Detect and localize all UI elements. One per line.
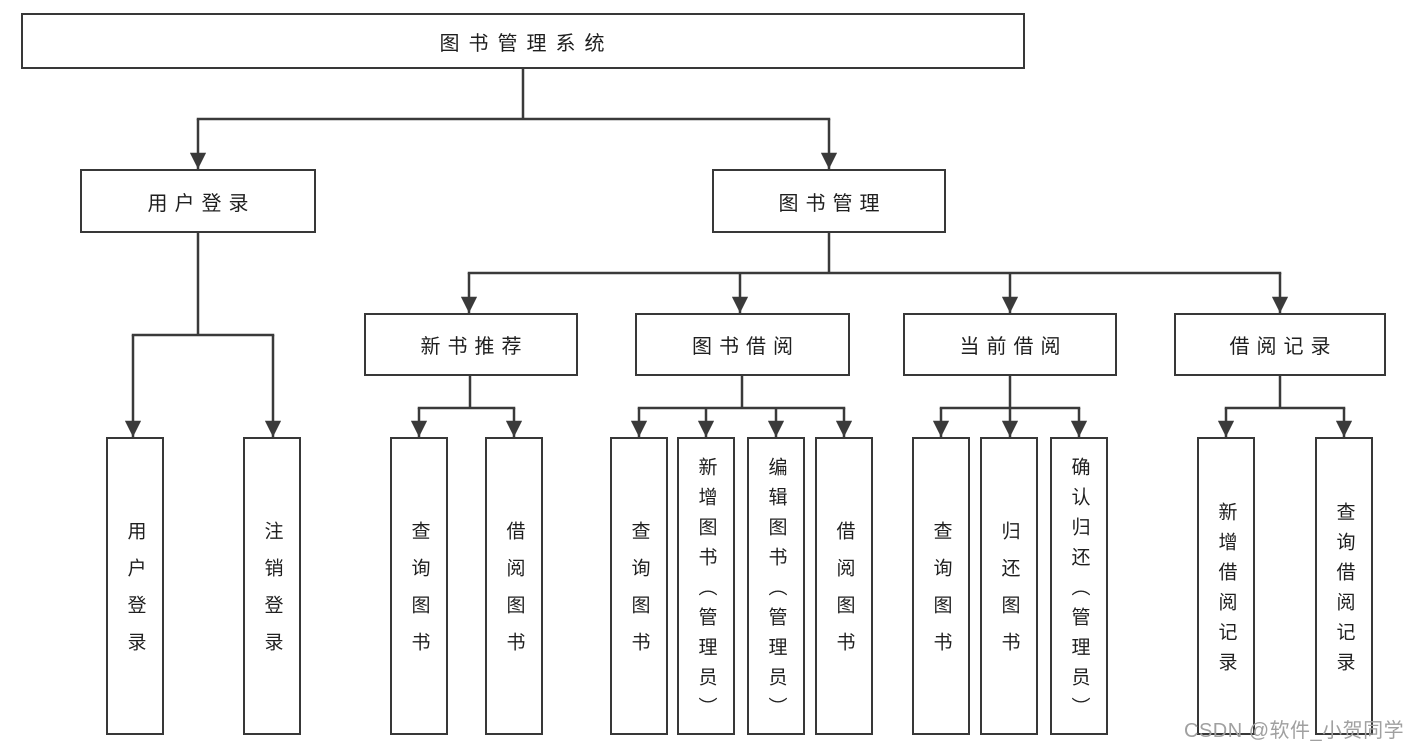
- node-borrowing-records: 借阅记录: [1174, 313, 1386, 376]
- node-leaf-confirm-return-admin: 确认归还（管理员）: [1050, 437, 1108, 735]
- node-label: 新增借阅记录: [1215, 501, 1237, 682]
- node-label: 注销登录: [261, 521, 283, 669]
- node-leaf-logout: 注销登录: [243, 437, 301, 735]
- node-leaf-edit-book-admin: 编辑图书（管理员）: [747, 437, 805, 735]
- node-leaf-return-book: 归还图书: [980, 437, 1038, 735]
- node-leaf-query-books-recommend: 查询图书: [390, 437, 448, 735]
- node-label: 用户登录: [124, 521, 146, 669]
- node-current-borrowing: 当前借阅: [903, 313, 1117, 376]
- node-label: 查询图书: [408, 521, 430, 669]
- node-label: 新书推荐: [420, 336, 529, 358]
- node-user-login: 用户登录: [80, 169, 316, 233]
- node-leaf-user-login: 用户登录: [106, 437, 164, 735]
- node-leaf-add-borrow-record: 新增借阅记录: [1197, 437, 1255, 735]
- node-label: 用户登录: [147, 192, 256, 215]
- watermark: CSDN @软件_小贺同学: [1184, 720, 1405, 742]
- node-label: 查询图书: [930, 521, 952, 669]
- node-label: 查询借阅记录: [1333, 501, 1355, 682]
- node-leaf-borrow-books-borrowing: 借阅图书: [815, 437, 873, 735]
- node-leaf-add-book-admin: 新增图书（管理员）: [677, 437, 735, 735]
- node-leaf-query-books-current: 查询图书: [912, 437, 970, 735]
- node-leaf-borrow-books-recommend: 借阅图书: [485, 437, 543, 735]
- node-label: 图书管理: [778, 192, 887, 215]
- node-label: 当前借阅: [959, 336, 1068, 358]
- node-book-management: 图书管理: [712, 169, 946, 233]
- node-label: 图书借阅: [692, 336, 800, 358]
- node-book-borrowing: 图书借阅: [635, 313, 850, 376]
- node-label: 借阅图书: [503, 521, 525, 669]
- node-label: 编辑图书（管理员）: [765, 456, 787, 727]
- node-label: 新增图书（管理员）: [695, 456, 717, 727]
- node-label: 查询图书: [628, 521, 650, 669]
- node-leaf-query-books-borrowing: 查询图书: [610, 437, 668, 735]
- node-label: 借阅记录: [1229, 336, 1338, 358]
- node-leaf-query-borrow-record: 查询借阅记录: [1315, 437, 1373, 735]
- node-root-library-management-system: 图书管理系统: [21, 13, 1025, 69]
- node-label: 归还图书: [998, 521, 1020, 669]
- node-label: 图书管理系统: [439, 32, 614, 55]
- node-label: 确认归还（管理员）: [1068, 456, 1090, 727]
- node-new-book-recommend: 新书推荐: [364, 313, 578, 376]
- node-label: 借阅图书: [833, 521, 855, 669]
